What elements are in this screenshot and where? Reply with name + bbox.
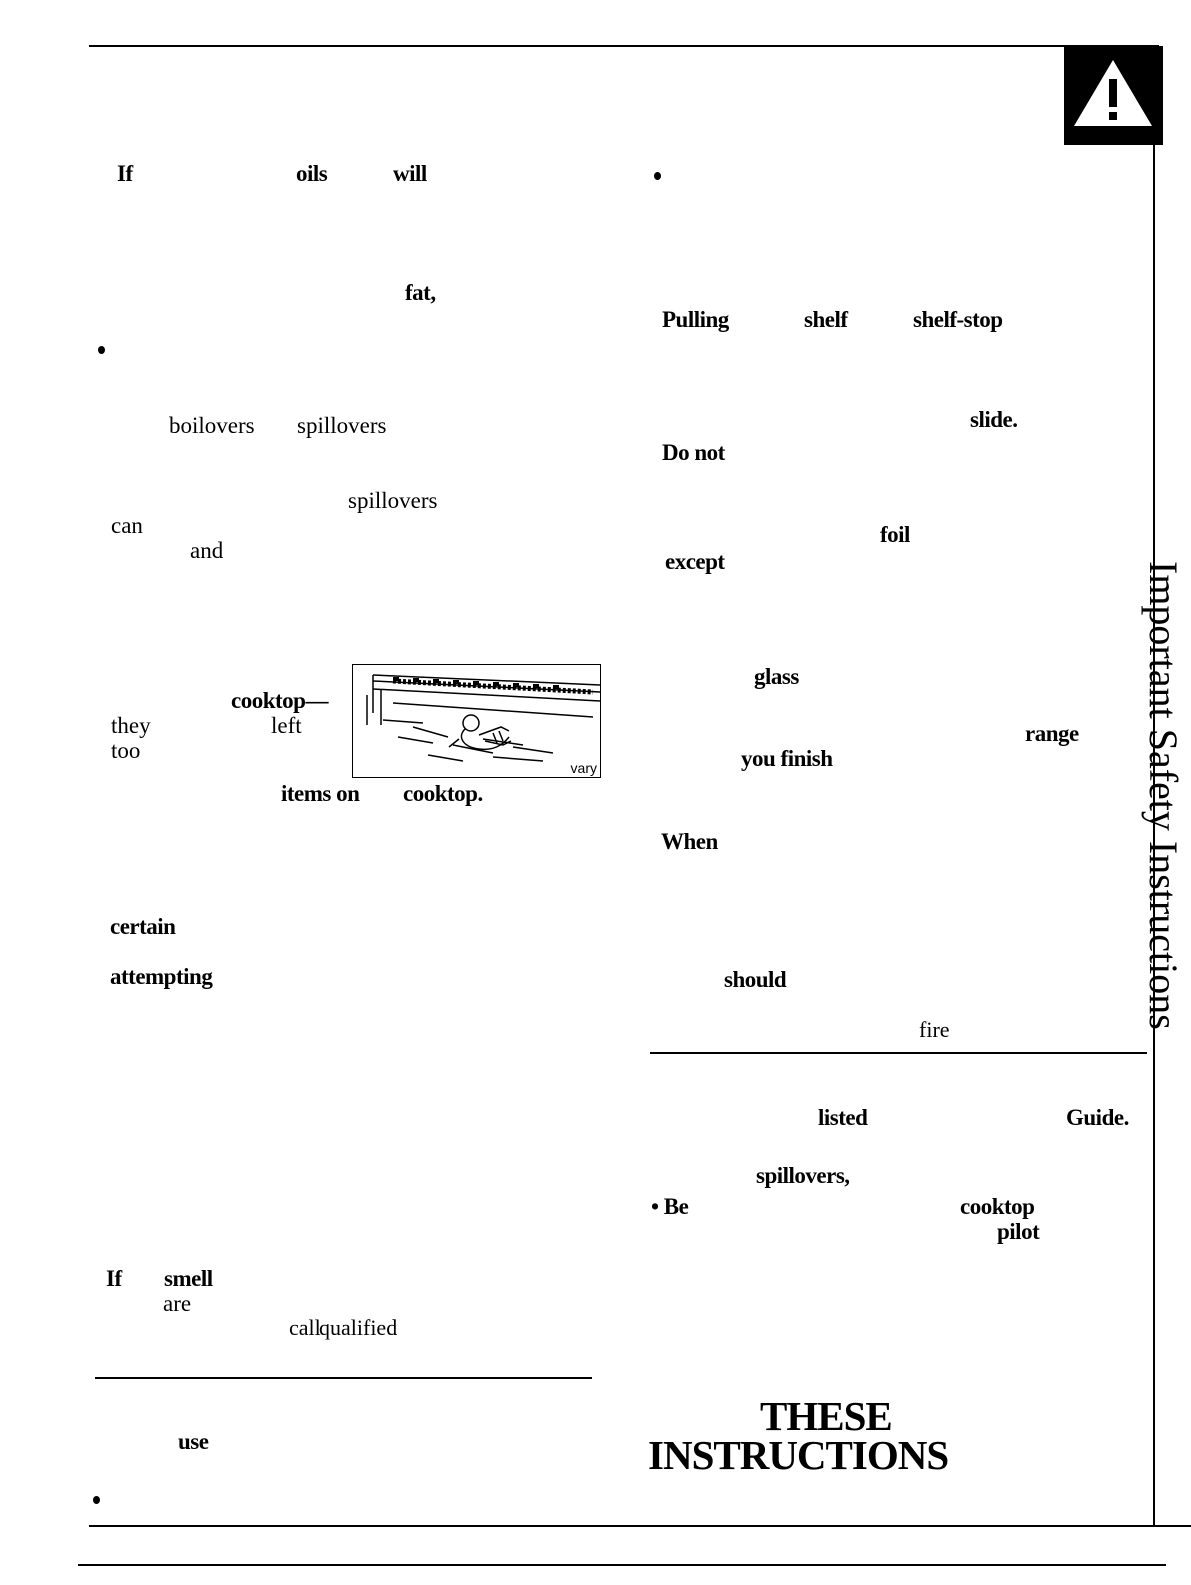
body-word-they: they <box>111 713 151 738</box>
body-word-shelf_stop: shelf-stop <box>913 307 1003 332</box>
save-line-1: THESE <box>760 1393 893 1439</box>
save-line-2: INSTRUCTIONS <box>648 1432 949 1478</box>
body-word-you_finish: you finish <box>741 746 833 771</box>
figure-caption: vary <box>570 760 597 776</box>
body-word-fat: fat, <box>405 280 436 305</box>
bullet-icon <box>93 1496 100 1504</box>
body-word-guide: Guide. <box>1066 1105 1129 1130</box>
body-word-should: should <box>724 967 787 992</box>
body-word-except: except <box>665 549 725 574</box>
body-word-be: • Be <box>651 1194 689 1219</box>
body-word-use: use <box>178 1429 209 1454</box>
body-word-range: range <box>1025 721 1079 746</box>
body-word-call: call <box>289 1315 321 1340</box>
body-word-qualified: qualified <box>319 1315 398 1340</box>
bullet-icon <box>654 172 661 180</box>
warning-triangle-icon <box>1074 60 1152 126</box>
body-word-spillovers3: spillovers, <box>756 1163 850 1188</box>
body-word-when: When <box>661 829 718 854</box>
body-word-are: are <box>163 1291 192 1316</box>
body-word-boilovers: boilovers <box>169 413 255 438</box>
body-word-can: can <box>111 513 143 538</box>
body-word-listed: listed <box>818 1105 868 1130</box>
body-word-smell: smell <box>164 1266 213 1291</box>
warning-box <box>1064 46 1163 145</box>
body-word-cooktop3: cooktop <box>960 1194 1035 1219</box>
top-rule <box>89 45 1159 47</box>
body-word-foil: foil <box>880 522 910 547</box>
body-word-if2: If <box>106 1266 122 1291</box>
right-column-section-rule <box>650 1052 1147 1054</box>
body-word-spillovers2: spillovers <box>348 488 438 513</box>
body-word-will: will <box>393 161 427 186</box>
body-word-items_on: items on <box>281 781 360 806</box>
body-word-spillovers1: spillovers <box>297 413 387 438</box>
bottom-rule <box>89 1525 1191 1527</box>
right-border-rule <box>1153 145 1155 1525</box>
body-word-cooktop2: cooktop. <box>403 781 483 806</box>
child-climbing-range-illustration <box>366 674 600 762</box>
body-word-glass: glass <box>754 664 799 689</box>
body-word-attempting: attempting <box>110 964 213 989</box>
body-word-left: left <box>271 713 302 738</box>
body-word-shelf: shelf <box>804 307 848 332</box>
left-column-section-rule <box>95 1377 592 1379</box>
body-word-pilot: pilot <box>997 1219 1040 1244</box>
body-word-do_not: Do not <box>662 440 725 465</box>
body-word-pulling: Pulling <box>662 307 729 332</box>
body-word-slide: slide. <box>970 407 1018 432</box>
footer-rule <box>78 1564 1166 1566</box>
bullet-icon <box>98 346 105 354</box>
side-heading: Important Safety Instructions <box>1141 561 1186 1030</box>
body-word-and: and <box>190 538 224 563</box>
range-illustration: vary <box>352 664 601 778</box>
body-word-too: too <box>111 738 141 763</box>
body-word-if1: If <box>117 161 133 186</box>
body-word-cooktop1: cooktop— <box>231 688 328 713</box>
body-word-fire: fire <box>919 1017 950 1042</box>
body-word-certain: certain <box>110 914 176 939</box>
body-word-oils: oils <box>296 161 328 186</box>
